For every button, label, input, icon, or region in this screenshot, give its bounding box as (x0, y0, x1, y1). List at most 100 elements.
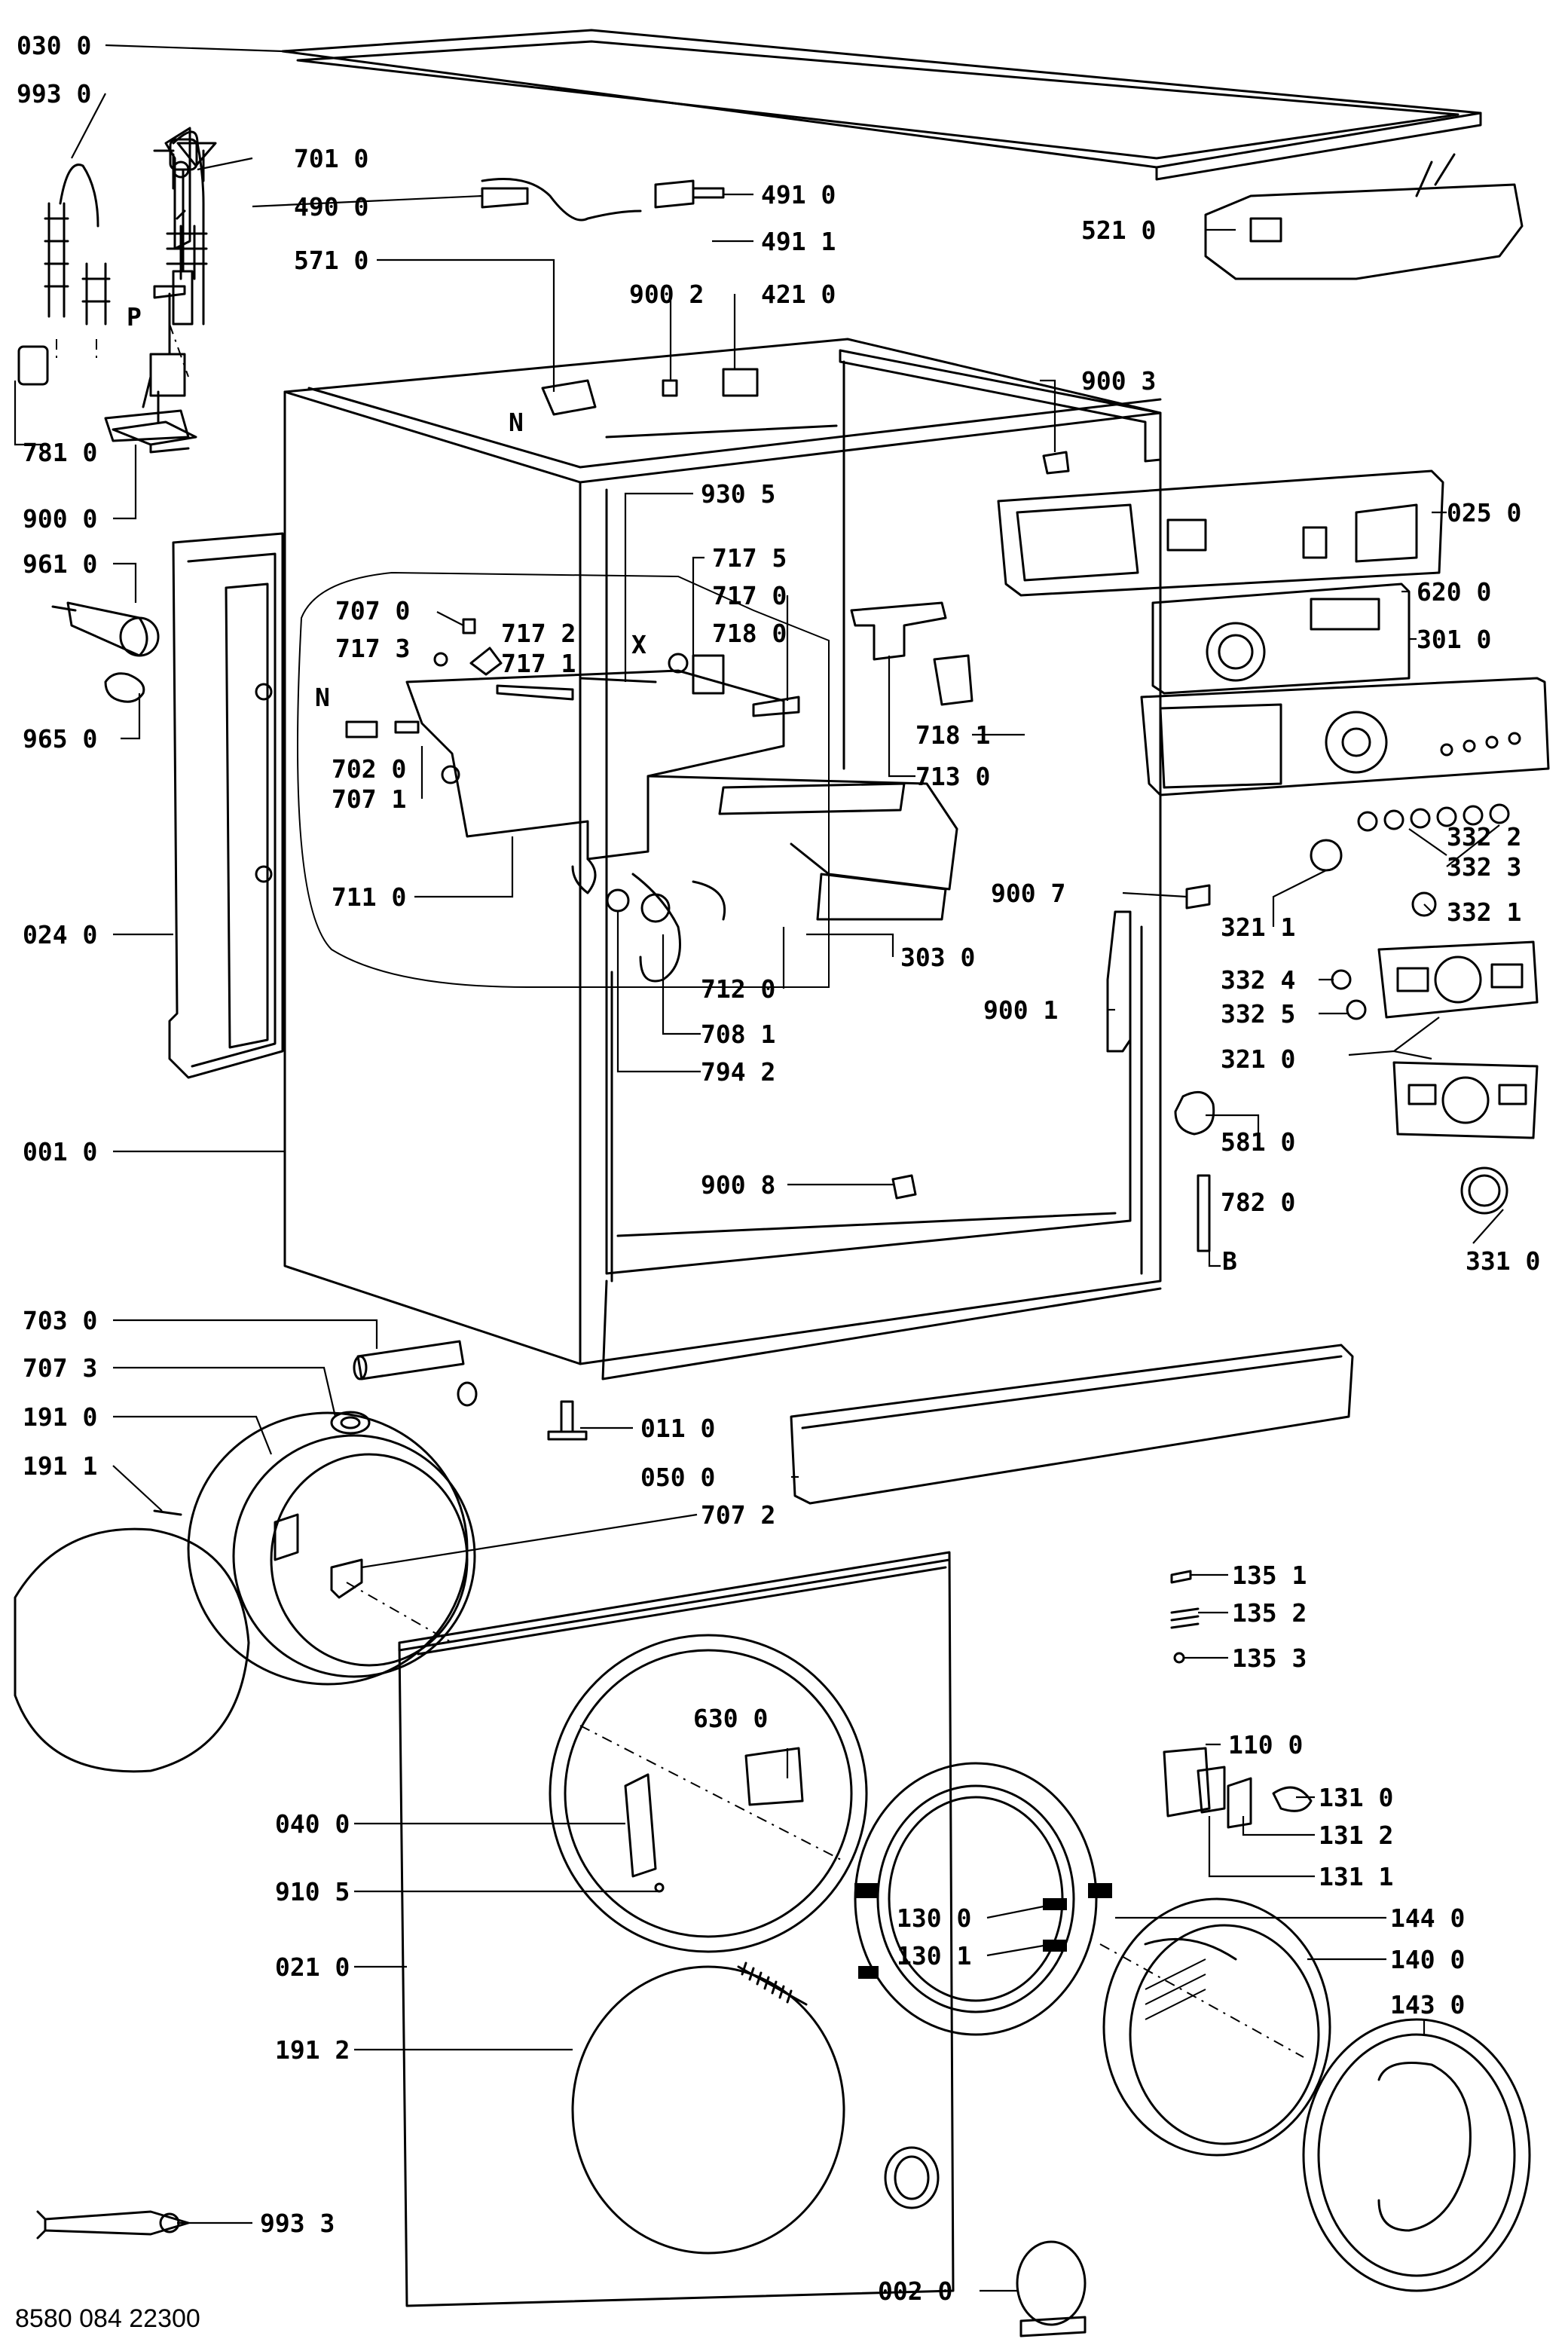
label-143-0: 143 0 (1390, 1990, 1465, 2019)
top-cover (281, 29, 1482, 181)
label-135-2: 135 2 (1232, 1598, 1307, 1628)
handle-parts (1163, 1570, 1313, 1829)
label-718-1: 718 1 (915, 720, 990, 750)
label-040-0: 040 0 (275, 1809, 350, 1839)
label-701-0: 701 0 (294, 144, 368, 173)
label-025-0: 025 0 (1447, 498, 1521, 527)
label-965-0: 965 0 (23, 724, 97, 754)
label-024-0: 024 0 (23, 920, 97, 949)
filter-parts (51, 601, 160, 703)
label-011-0: 011 0 (640, 1414, 715, 1443)
part-drawings (14, 29, 1550, 2337)
label-191-1: 191 1 (23, 1451, 97, 1481)
label-131-2: 131 2 (1319, 1821, 1393, 1850)
label-144-0: 144 0 (1390, 1903, 1465, 1933)
label-717-3: 717 3 (335, 634, 410, 663)
label-301-0: 301 0 (1417, 625, 1491, 654)
label-900-1: 900 1 (983, 995, 1058, 1025)
base-parts (547, 1344, 1354, 1505)
label-708-1: 708 1 (701, 1020, 775, 1049)
door-assembly (854, 1762, 1531, 2337)
label-331-0: 331 0 (1466, 1246, 1540, 1276)
label-900-0: 900 0 (23, 504, 97, 534)
label-961-0: 961 0 (23, 549, 97, 579)
label-332-3: 332 3 (1447, 852, 1521, 882)
label-030-0: 030 0 (17, 31, 91, 60)
dispenser-group (297, 571, 958, 988)
label-332-2: 332 2 (1447, 822, 1521, 851)
label-581-0: 581 0 (1221, 1127, 1295, 1157)
label-332-1: 332 1 (1447, 897, 1521, 927)
label-717-0: 717 0 (712, 581, 787, 610)
label-620-0: 620 0 (1417, 577, 1491, 607)
label-050-0: 050 0 (640, 1463, 715, 1492)
label-131-1: 131 1 (1319, 1862, 1393, 1891)
part-labels: 030 0 993 0 701 0 490 0 491 0 491 1 521 … (15, 31, 1540, 2333)
label-930-5: 930 5 (701, 479, 775, 509)
label-900-7: 900 7 (991, 879, 1065, 908)
leader-lines (14, 44, 1504, 2292)
label-781-0: 781 0 (23, 438, 97, 467)
hose-parts (330, 1340, 478, 1435)
letter-N-side: N (315, 683, 330, 712)
label-713-0: 713 0 (915, 762, 990, 791)
label-900-8: 900 8 (701, 1170, 775, 1200)
label-712-0: 712 0 (701, 974, 775, 1004)
label-131-0: 131 0 (1319, 1783, 1393, 1812)
label-130-0: 130 0 (897, 1903, 971, 1933)
letter-N-top: N (509, 408, 524, 437)
side-panel (168, 532, 284, 1079)
label-110-0: 110 0 (1228, 1730, 1303, 1760)
label-900-2: 900 2 (629, 280, 704, 309)
label-491-0: 491 0 (761, 180, 836, 209)
label-794-2: 794 2 (701, 1057, 775, 1087)
label-321-0: 321 0 (1221, 1044, 1295, 1074)
label-571-0: 571 0 (294, 246, 368, 275)
label-491-1: 491 1 (761, 227, 836, 256)
valve-and-wiring (17, 127, 1070, 475)
control-panel (850, 153, 1550, 1252)
label-993-3: 993 3 (260, 2209, 335, 2238)
label-135-1: 135 1 (1232, 1561, 1307, 1590)
label-711-0: 711 0 (332, 882, 406, 912)
label-900-3: 900 3 (1081, 366, 1156, 396)
drawing-number: 8580 084 22300 (15, 2304, 200, 2333)
letter-B: B (1222, 1246, 1237, 1276)
front-panel (398, 1551, 955, 2307)
label-707-2: 707 2 (701, 1500, 775, 1530)
label-703-0: 703 0 (23, 1306, 97, 1335)
label-001-0: 001 0 (23, 1137, 97, 1166)
label-707-1: 707 1 (332, 784, 406, 814)
service-tool (36, 2210, 190, 2240)
cabinet (283, 338, 1162, 1380)
label-191-0: 191 0 (23, 1402, 97, 1432)
label-140-0: 140 0 (1390, 1945, 1465, 1974)
label-321-1: 321 1 (1221, 913, 1295, 942)
label-130-1: 130 1 (897, 1941, 971, 1971)
label-993-0: 993 0 (17, 79, 91, 109)
label-002-0: 002 0 (878, 2276, 952, 2306)
label-782-0: 782 0 (1221, 1188, 1295, 1217)
label-702-0: 702 0 (332, 754, 406, 784)
label-718-0: 718 0 (712, 619, 787, 648)
label-717-1: 717 1 (501, 649, 576, 678)
label-490-0: 490 0 (294, 192, 368, 222)
letter-X: X (631, 630, 646, 659)
label-717-5: 717 5 (712, 543, 787, 573)
label-332-5: 332 5 (1221, 999, 1295, 1029)
label-421-0: 421 0 (761, 280, 836, 309)
label-630-0: 630 0 (693, 1704, 768, 1733)
label-332-4: 332 4 (1221, 965, 1295, 995)
letter-P: P (127, 302, 142, 332)
label-910-5: 910 5 (275, 1877, 350, 1906)
label-135-3: 135 3 (1232, 1643, 1307, 1673)
label-521-0: 521 0 (1081, 216, 1156, 245)
tub-front (14, 1411, 476, 1773)
label-707-0: 707 0 (335, 596, 410, 625)
label-303-0: 303 0 (900, 943, 975, 972)
label-717-2: 717 2 (501, 619, 576, 648)
label-707-3: 707 3 (23, 1353, 97, 1383)
label-021-0: 021 0 (275, 1952, 350, 1982)
label-191-2: 191 2 (275, 2035, 350, 2065)
